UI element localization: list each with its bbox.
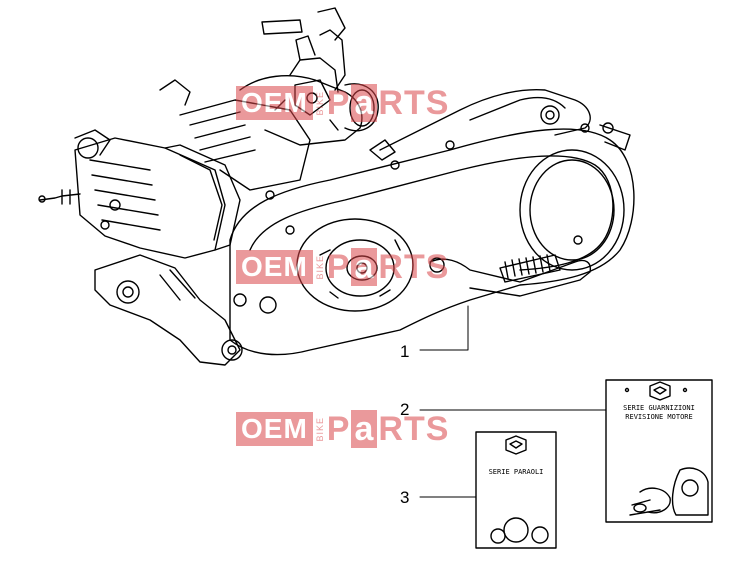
watermark-brand: OEM	[236, 412, 313, 446]
callout-number-2: 2	[400, 400, 410, 419]
watermark-brand: OEM	[236, 86, 313, 120]
callout-number-3: 3	[400, 488, 410, 507]
gasket-kit-card	[605, 379, 713, 523]
engine-assembly	[38, 7, 635, 366]
watermark-side-text: BIKE	[314, 90, 325, 116]
oil-seal-kit-title: SERIE PARAOLI	[488, 468, 544, 476]
callout-number-1: 1	[400, 342, 410, 361]
oil-seal-kit-label: SERIE PARAOLI	[478, 468, 554, 477]
gasket-kit-title-line1: SERIE GUARNIZIONI	[623, 404, 695, 412]
gasket-kit-title-line2: REVISIONE MOTORE	[625, 412, 693, 421]
oil-seal-kit-card	[475, 431, 557, 549]
watermark-side-text: BIKE	[314, 254, 325, 280]
watermark-brand: OEM	[236, 250, 313, 284]
watermark-side-text: BIKE	[314, 416, 325, 442]
leader-lines	[419, 305, 607, 498]
gasket-kit-label: SERIE GUARNIZIONI REVISIONE MOTORE	[608, 404, 710, 422]
leader-line-1	[419, 305, 469, 351]
